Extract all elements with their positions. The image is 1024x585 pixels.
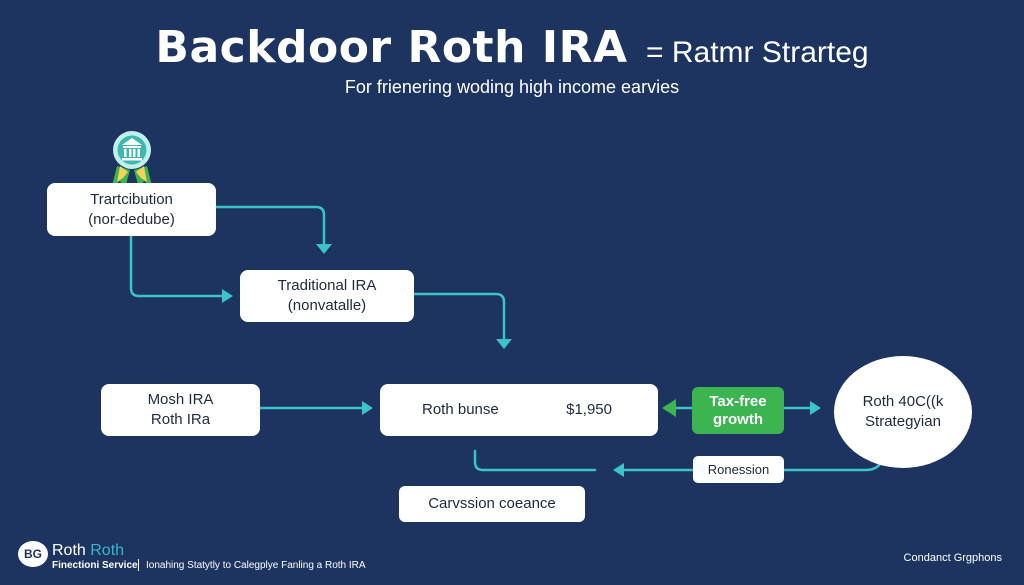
title-main: Backdoor Roth IRA — [155, 22, 628, 73]
bank-award-icon — [108, 128, 156, 195]
tax-free-label: Tax-free — [709, 392, 767, 410]
mosh-ira-note: Roth IRa — [150, 411, 211, 428]
ronession-label: Ronession — [707, 461, 770, 477]
footer-tagline: Ionahing Statytly to Calegplye Fanling a… — [146, 560, 366, 571]
arrowhead-right-2 — [362, 401, 373, 415]
connector-contribution-to-right — [214, 205, 326, 246]
arrowhead-down-2 — [496, 339, 512, 349]
brand-logo-icon: BG — [18, 541, 48, 567]
connector-traditional-down — [412, 292, 506, 341]
roth-bunse-label: Roth bunse — [422, 401, 499, 418]
footer-brand-part1: Roth — [52, 542, 86, 559]
footer-brand-part2: Roth — [90, 542, 125, 559]
roth-bunse-box: Roth bunse $1,950 — [380, 384, 658, 436]
traditional-ira-note: (nonvatalle) — [287, 297, 367, 314]
contribution-box: Trartcibution (nor-dedube) — [47, 183, 216, 236]
connector-contribution-down — [129, 234, 224, 298]
traditional-ira-box: Traditional IRA (nonvatalle) — [240, 270, 414, 322]
carvssion-box: Carvssion coeance — [399, 486, 585, 522]
growth-label: growth — [713, 410, 763, 428]
roth-401k-note: Strategyian — [865, 413, 941, 430]
arrowhead-left-1 — [613, 463, 624, 477]
arrowhead-right-3 — [810, 401, 821, 415]
roth-401k-circle: Roth 40C((k Strategyian — [834, 356, 972, 468]
arrowhead-right-1 — [222, 289, 233, 303]
footer-service: Finectioni Service — [52, 560, 138, 571]
page-subtitle: For frienering woding high income earvie… — [344, 77, 680, 97]
connector-roth-down — [473, 449, 597, 472]
arrowhead-green-left — [662, 399, 676, 417]
mosh-ira-box: Mosh IRA Roth IRa — [101, 384, 260, 436]
footer-credit: Condanct Grgphons — [903, 552, 1002, 564]
footer-brand: Roth Roth — [52, 542, 124, 560]
traditional-ira-label: Traditional IRA — [277, 277, 377, 294]
contribution-note: (nor-dedube) — [88, 210, 175, 228]
tax-free-growth-badge: Tax-free growth — [692, 387, 784, 434]
contribution-label: Trartcibution — [90, 190, 173, 208]
roth-bunse-amount: $1,950 — [566, 401, 612, 418]
carvssion-label: Carvssion coeance — [428, 495, 556, 512]
mosh-ira-label: Mosh IRA — [147, 391, 214, 408]
page-title: Backdoor Roth IRA = Ratmr Strarteg — [0, 22, 1024, 73]
footer-divider — [138, 559, 139, 571]
roth-401k-label: Roth 40C((k — [862, 393, 944, 410]
title-suffix: = Ratmr Strarteg — [646, 36, 869, 69]
arrowhead-down-1 — [316, 244, 332, 254]
ronession-box: Ronession — [693, 456, 784, 483]
